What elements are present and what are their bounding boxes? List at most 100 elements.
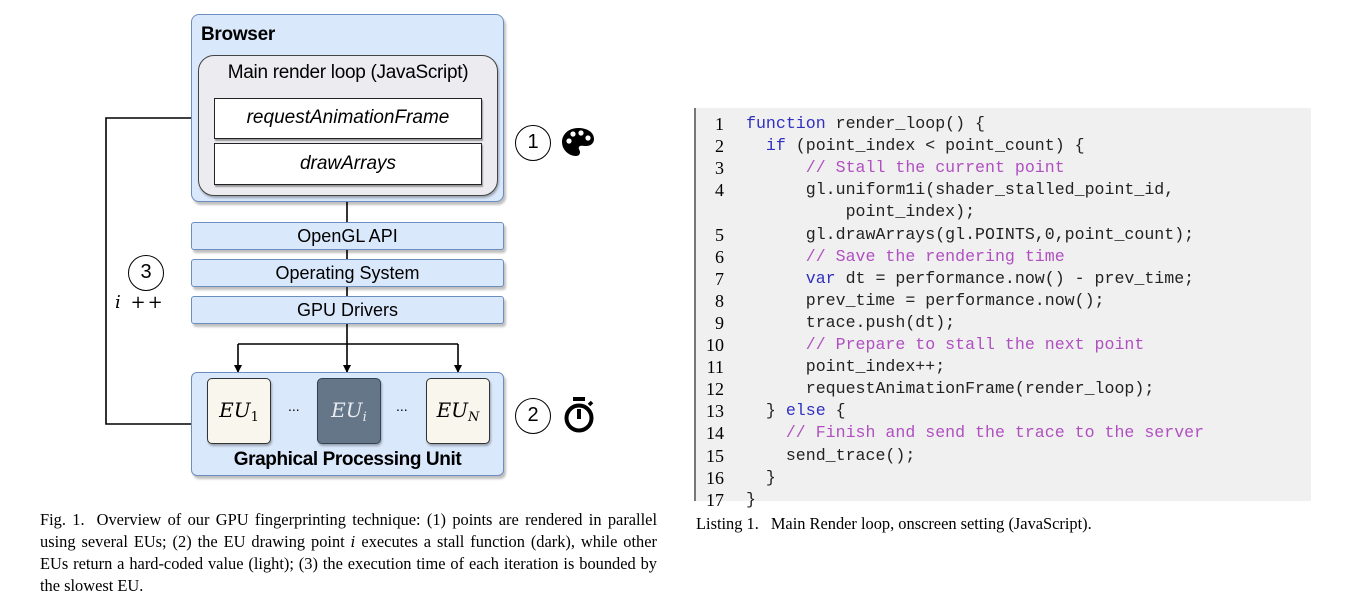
ellipsis: ... — [396, 398, 408, 414]
caption-text: Overview of our GPU fingerprinting techn… — [40, 510, 657, 551]
code-text: var dt = performance.now() - prev_time; — [746, 268, 1194, 290]
eu-subscript: i — [362, 410, 367, 425]
code-text: gl.uniform1i(shader_stalled_point_id, — [746, 179, 1174, 201]
render-loop-label: Main render loop (JavaScript) — [227, 62, 469, 83]
code-line: 4 gl.uniform1i(shader_stalled_point_id, — [696, 179, 1311, 201]
draw-arrays-box: drawArrays — [214, 143, 482, 185]
browser-label: Browser — [201, 24, 275, 45]
code-text: } else { — [746, 400, 846, 422]
code-text: } — [746, 489, 756, 511]
line-number: 1 — [715, 114, 724, 134]
code-text: // Stall the current point — [746, 157, 1065, 179]
ellipsis: ... — [288, 398, 300, 414]
code-text: // Save the rendering time — [746, 246, 1065, 268]
code-text: function render_loop() { — [746, 113, 985, 135]
code-token — [746, 136, 766, 155]
code-text: // Finish and send the trace to the serv… — [746, 422, 1204, 444]
code-token: } — [746, 467, 776, 487]
code-text: send_trace(); — [746, 445, 915, 467]
increment-operator: ++ — [130, 292, 165, 313]
line-number: 6 — [715, 246, 724, 267]
execution-unit-1: EU1 — [207, 378, 271, 444]
gpu-label: Graphical Processing Unit — [233, 449, 462, 470]
line-number: 16 — [706, 467, 724, 488]
line-number: 14 — [706, 423, 724, 444]
code-token: } — [746, 489, 756, 509]
line-number: 10 — [706, 335, 724, 355]
listing-caption-text: Main Render loop, onscreen setting (Java… — [770, 514, 1092, 533]
code-token: trace.push(dt); — [746, 312, 956, 332]
loop-back-arrow — [105, 114, 213, 425]
caption-math-var: i — [350, 532, 356, 551]
code-text: point_index++; — [746, 356, 945, 378]
opengl-api-layer: OpenGL API — [191, 222, 504, 250]
code-token: } — [746, 401, 786, 421]
eu-subscript: N — [468, 410, 480, 425]
code-line: 2 if (point_index < point_count) { — [696, 135, 1311, 157]
code-token — [746, 269, 806, 288]
keyword-token: var — [805, 268, 836, 288]
request-animation-frame-box: requestAnimationFrame — [214, 98, 482, 139]
line-number: 9 — [715, 312, 724, 333]
code-text: } — [746, 467, 776, 489]
code-token: dt = performance.now() - prev_time; — [835, 268, 1195, 288]
code-line: 15 send_trace(); — [696, 445, 1311, 467]
code-line: 6 // Save the rendering time — [696, 246, 1311, 268]
keyword-token: else — [785, 401, 826, 421]
code-line: 14 // Finish and send the trace to the s… — [696, 422, 1311, 444]
line-number: 4 — [715, 180, 724, 201]
code-token: gl.drawArrays(gl.POINTS,0,point_count); — [746, 224, 1195, 244]
loop-increment-annotation: i ++ — [115, 292, 165, 313]
operating-system-layer: Operating System — [191, 259, 504, 287]
line-number: 12 — [706, 379, 724, 400]
code-line: 10 // Prepare to stall the next point — [696, 334, 1311, 356]
code-token: { — [825, 401, 846, 421]
code-token: (point_index < point_count) { — [785, 136, 1085, 156]
stopwatch-icon — [564, 397, 594, 433]
line-number: 3 — [715, 158, 724, 179]
code-token: send_trace(); — [746, 445, 916, 465]
figure-caption: Fig. 1.Overview of our GPU fingerprintin… — [40, 509, 657, 596]
comment-token: // Save the rendering time — [746, 246, 1065, 266]
step-1-marker: 1 — [515, 125, 551, 161]
code-line: 1 function render_loop() { — [696, 113, 1311, 135]
keyword-token: function — [746, 114, 826, 133]
code-text: prev_time = performance.now(); — [746, 290, 1105, 312]
code-line: 13 } else { — [696, 400, 1311, 422]
code-text: requestAnimationFrame(render_loop); — [746, 378, 1155, 400]
keyword-token: if — [765, 136, 786, 156]
code-line: 9 trace.push(dt); — [696, 312, 1311, 334]
code-line: 12 requestAnimationFrame(render_loop); — [696, 378, 1311, 400]
code-line: 5 gl.drawArrays(gl.POINTS,0,point_count)… — [696, 224, 1311, 246]
code-token: requestAnimationFrame(render_loop); — [746, 379, 1155, 399]
line-number: 2 — [715, 136, 724, 157]
code-line: 3 // Stall the current point — [696, 157, 1311, 179]
code-line: point_index); — [696, 201, 1311, 223]
comment-token: // Prepare to stall the next point — [746, 335, 1145, 354]
line-number: 7 — [715, 268, 724, 289]
execution-unit-i: EUi — [317, 378, 381, 444]
line-number: 8 — [715, 290, 724, 311]
code-line: 11 point_index++; — [696, 356, 1311, 378]
execution-unit-n: EUN — [426, 378, 490, 444]
comment-token: // Stall the current point — [746, 158, 1065, 178]
eu-subscript: 1 — [250, 410, 259, 425]
code-text: point_index); — [746, 201, 975, 223]
code-text: if (point_index < point_count) { — [746, 135, 1085, 157]
code-token: point_index); — [746, 202, 976, 222]
loop-variable: i — [115, 292, 123, 313]
line-number: 11 — [706, 357, 724, 378]
eu-base-label: EU — [219, 398, 251, 422]
code-token: render_loop() { — [825, 114, 985, 133]
caption-text: executes a stall function (dark), while … — [40, 531, 657, 595]
code-line: 7 var dt = performance.now() - prev_time… — [696, 268, 1311, 290]
line-number: 17 — [706, 489, 724, 510]
comment-token: // Finish and send the trace to the serv… — [746, 423, 1205, 443]
eu-base-label: EU — [436, 398, 469, 422]
figure-caption-label: Fig. 1. — [40, 510, 85, 529]
line-number: 13 — [706, 401, 724, 422]
code-token: prev_time = performance.now(); — [746, 290, 1105, 310]
code-text: gl.drawArrays(gl.POINTS,0,point_count); — [746, 224, 1194, 246]
code-line: 16 } — [696, 467, 1311, 489]
